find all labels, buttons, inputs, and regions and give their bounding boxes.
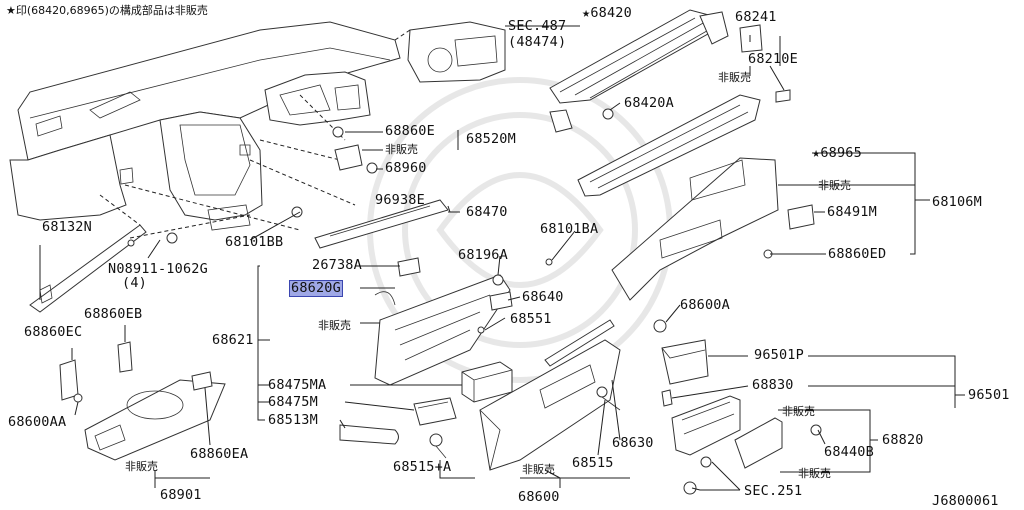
part-label-96938E[interactable]: 96938E	[375, 192, 425, 208]
part-label-68620G-highlighted[interactable]: 68620G	[289, 280, 343, 297]
header-note: ★印(68420,68965)の構成部品は非販売	[6, 4, 208, 17]
part-label-sec487-sub: (48474)	[508, 34, 567, 50]
bracket-drawing	[29, 194, 251, 313]
part-label-68965[interactable]: ★68965	[812, 145, 862, 161]
hanbai-68820b: 非販売	[798, 467, 831, 480]
part-label-68960[interactable]: 68960	[385, 160, 427, 176]
hanbai-68901: 非販売	[125, 460, 158, 473]
part-label-68210E[interactable]: 68210E	[748, 51, 798, 67]
part-label-68132N[interactable]: 68132N	[42, 219, 92, 235]
part-label-96501[interactable]: 96501	[968, 387, 1010, 403]
instrument-panel-drawing	[9, 21, 401, 231]
part-label-68860ED[interactable]: 68860ED	[828, 246, 887, 262]
part-label-68640[interactable]: 68640	[522, 289, 564, 305]
hanbai-68210: 非販売	[718, 71, 751, 84]
part-label-68901[interactable]: 68901	[160, 487, 202, 503]
part-label-68630[interactable]: 68630	[612, 435, 654, 451]
part-label-68621[interactable]: 68621	[212, 332, 254, 348]
glove-box-drawing	[479, 319, 667, 471]
storage-box-drawings	[413, 361, 513, 426]
part-label-68820[interactable]: 68820	[882, 432, 924, 448]
part-label-68515[interactable]: 68515	[572, 455, 614, 471]
part-label-68515A[interactable]: 68515+A	[393, 459, 452, 475]
part-label-68241[interactable]: 68241	[735, 9, 777, 25]
top-cover-drawing	[549, 9, 729, 133]
part-label-68513M[interactable]: 68513M	[268, 412, 318, 428]
part-label-68860EB[interactable]: 68860EB	[84, 306, 143, 322]
floor-console-drawing	[59, 341, 226, 461]
part-label-68600AA[interactable]: 68600AA	[8, 414, 67, 430]
hanbai-68820a: 非販売	[782, 405, 815, 418]
box-assembly-drawing	[661, 339, 822, 495]
part-label-68101BA[interactable]: 68101BA	[540, 221, 599, 237]
part-label-08911-qty: (4)	[122, 275, 147, 291]
part-label-68860EA[interactable]: 68860EA	[190, 446, 249, 462]
part-label-68470[interactable]: 68470	[466, 204, 508, 220]
part-label-68101BB[interactable]: 68101BB	[225, 234, 284, 250]
part-label-26738A[interactable]: 26738A	[312, 257, 362, 273]
part-label-68196A[interactable]: 68196A	[458, 247, 508, 263]
hanbai-68621: 非販売	[318, 319, 351, 332]
part-label-68860EC[interactable]: 68860EC	[24, 324, 83, 340]
small-clip-drawings	[332, 126, 378, 174]
part-label-68600[interactable]: 68600	[518, 489, 560, 505]
part-label-sec487[interactable]: SEC.487	[508, 18, 567, 34]
part-label-68860E[interactable]: 68860E	[385, 123, 435, 139]
leader-lines	[39, 25, 965, 491]
cluster-lid-drawing	[577, 24, 815, 301]
figure-code: J6800061	[932, 493, 999, 509]
hanbai-68600: 非販売	[522, 463, 555, 476]
part-label-68420A[interactable]: 68420A	[624, 95, 674, 111]
hanbai-68860: 非販売	[385, 143, 418, 156]
hanbai-68965: 非販売	[818, 179, 851, 192]
part-label-96501P[interactable]: 96501P	[754, 347, 804, 363]
part-label-08911-1062G[interactable]: N08911-1062G	[108, 261, 208, 277]
part-label-68440B[interactable]: 68440B	[824, 444, 874, 460]
part-label-68106M[interactable]: 68106M	[932, 194, 982, 210]
lower-cover-drawing	[374, 257, 553, 386]
meter-hood-drawing	[394, 21, 506, 83]
part-label-68420[interactable]: ★68420	[582, 5, 632, 21]
part-label-68600A[interactable]: 68600A	[680, 297, 730, 313]
part-label-68830[interactable]: 68830	[752, 377, 794, 393]
part-label-68551[interactable]: 68551	[510, 311, 552, 327]
part-label-68491M[interactable]: 68491M	[827, 204, 877, 220]
part-label-68475M[interactable]: 68475M	[268, 394, 318, 410]
part-label-68475MA[interactable]: 68475MA	[268, 377, 327, 393]
lamp-drawing	[339, 424, 447, 459]
switch-panel-drawing	[291, 199, 449, 249]
part-label-68520M[interactable]: 68520M	[466, 131, 516, 147]
part-label-sec251[interactable]: SEC.251	[744, 483, 803, 499]
